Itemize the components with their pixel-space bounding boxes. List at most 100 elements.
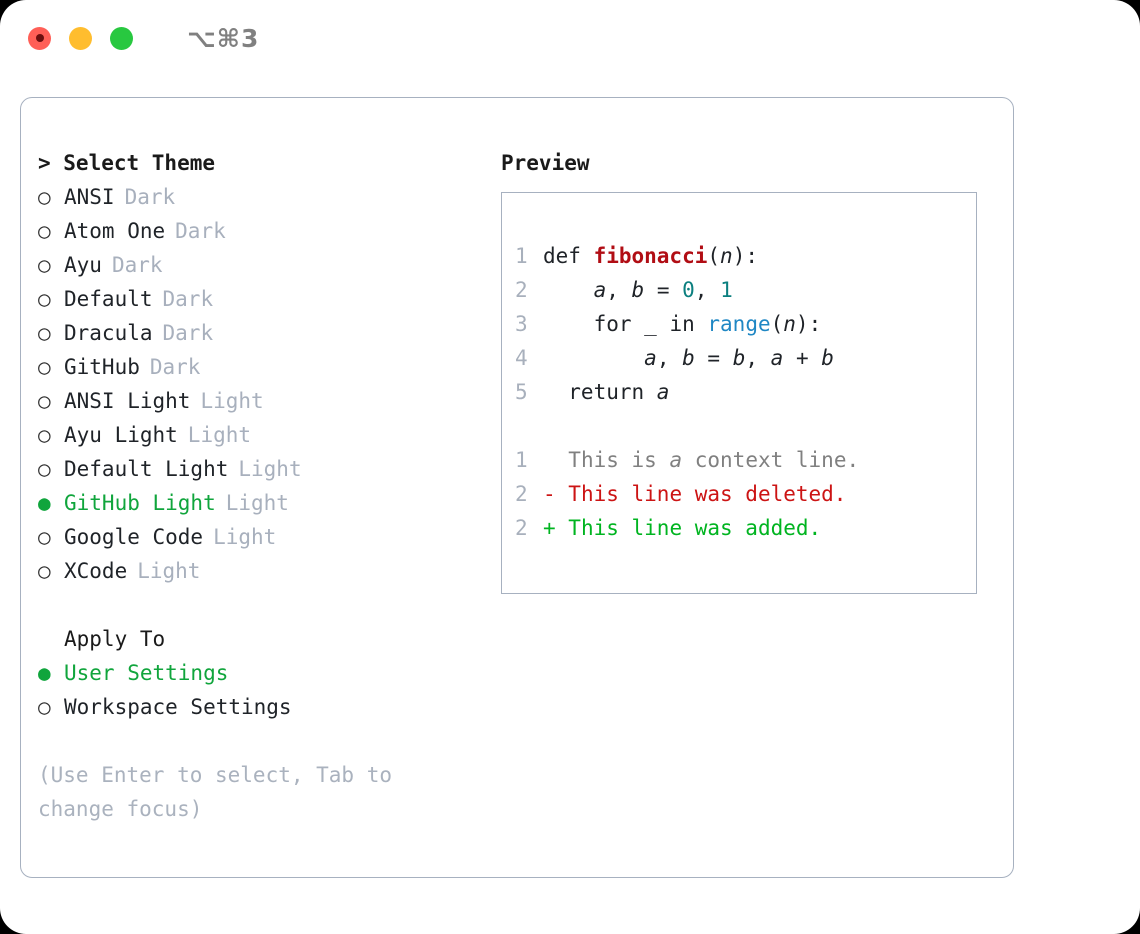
code-line-number: 5 (515, 380, 528, 404)
diff-lines: 1 This is a context line.2- This line wa… (515, 443, 968, 545)
code-token: def (543, 244, 594, 268)
theme-option-variant: Light (200, 389, 264, 413)
radio-unselected-icon: ○ (38, 389, 51, 413)
theme-option[interactable]: ○ ANSI Light Light (38, 384, 498, 418)
theme-option-label: Atom One (64, 219, 166, 243)
apply-to-option[interactable]: ● User Settings (38, 656, 498, 690)
theme-option-label: GitHub Light (64, 491, 216, 515)
code-blank-line (515, 409, 968, 443)
diff-text: This line was deleted. (555, 482, 847, 506)
code-token: = (694, 346, 733, 370)
radio-unselected-icon: ○ (38, 219, 51, 243)
diff-line: 2+ This line was added. (515, 511, 968, 545)
apply-to-section: Apply To ● User Settings ○ Workspace Settin… (38, 622, 498, 724)
theme-option-label: XCode (64, 559, 128, 583)
code-token: b (682, 346, 695, 370)
diff-line-number: 2 (515, 482, 528, 506)
theme-option-variant: Dark (175, 219, 226, 243)
theme-option-variant: Dark (111, 253, 163, 277)
title-bar: ⌥⌘3 (0, 0, 1140, 76)
code-line-text: a, b = b, a + b (543, 341, 834, 375)
theme-option-label: Ayu (64, 253, 102, 277)
theme-option-label: GitHub (64, 355, 140, 379)
apply-to-option-label: Workspace Settings (64, 695, 292, 719)
theme-option-variant: Light (137, 559, 201, 583)
code-line-text: for _ in range(n): (543, 307, 822, 341)
code-line-number: 1 (515, 244, 528, 268)
theme-option[interactable]: ○ GitHub Dark (38, 350, 498, 384)
code-token: 0 (682, 278, 695, 302)
radio-unselected-icon: ○ (38, 287, 51, 311)
code-token: 1 (720, 278, 733, 302)
theme-option-label: Ayu Light (64, 423, 178, 447)
radio-unselected-icon: ○ (38, 695, 51, 719)
apply-to-option-label: User Settings (64, 661, 229, 685)
radio-unselected-icon: ○ (38, 355, 51, 379)
theme-option-label: Dracula (64, 321, 153, 345)
theme-option[interactable]: ○ XCode Light (38, 554, 498, 588)
theme-option-label: Default Light (64, 457, 229, 481)
diff-line: 1 This is a context line. (515, 443, 968, 477)
radio-selected-icon: ● (38, 661, 51, 685)
preview-heading: Preview (501, 151, 590, 175)
code-token: n (720, 244, 733, 268)
select-theme-heading: > Select Theme (38, 151, 216, 175)
code-line-number: 2 (515, 278, 528, 302)
radio-unselected-icon: ○ (38, 185, 51, 209)
code-token: a (644, 346, 657, 370)
code-token: a (656, 380, 670, 404)
code-line: 2 a, b = 0, 1 (515, 273, 968, 307)
diff-marker: + (543, 516, 556, 540)
diff-marker (543, 448, 556, 472)
code-token: a (593, 278, 607, 302)
diff-text: This is a context line. (555, 448, 860, 472)
code-token: a (770, 346, 784, 370)
diff-text: This line was added. (555, 516, 822, 540)
apply-to-option[interactable]: ○ Workspace Settings (38, 690, 498, 724)
code-token: _ (644, 312, 657, 336)
apply-to-list[interactable]: ● User Settings ○ Workspace Settings (38, 656, 498, 724)
code-token: range (707, 312, 771, 336)
close-button-icon[interactable] (28, 26, 51, 50)
diff-line-number: 1 (515, 448, 528, 472)
diff-marker: - (543, 482, 556, 506)
code-token (543, 346, 644, 370)
code-line-text: def fibonacci(n): (543, 239, 758, 273)
theme-option-variant: Light (225, 491, 289, 515)
diff-line-text: - This line was deleted. (543, 477, 846, 511)
zoom-button-icon[interactable] (110, 26, 133, 50)
minimize-button-icon[interactable] (69, 26, 92, 50)
code-token: b (821, 346, 834, 370)
theme-option-variant: Dark (162, 321, 214, 345)
code-token: b (732, 346, 746, 370)
theme-option-variant: Dark (124, 185, 176, 209)
radio-unselected-icon: ○ (38, 525, 51, 549)
code-token: , (606, 278, 632, 302)
apply-to-heading: Apply To (64, 627, 166, 651)
traffic-light-buttons (28, 26, 133, 50)
theme-option-variant: Dark (149, 355, 201, 379)
keyboard-hint-text: (Use Enter to select, Tab to change focu… (38, 763, 393, 821)
theme-option[interactable]: ○ Atom One Dark (38, 214, 498, 248)
code-line-text: a, b = 0, 1 (543, 273, 733, 307)
code-token: ): (732, 244, 758, 268)
radio-unselected-icon: ○ (38, 559, 51, 583)
theme-option-label: ANSI Light (64, 389, 191, 413)
code-token: , (656, 346, 683, 370)
theme-option-label: Default (64, 287, 153, 311)
theme-option-variant: Light (213, 525, 277, 549)
